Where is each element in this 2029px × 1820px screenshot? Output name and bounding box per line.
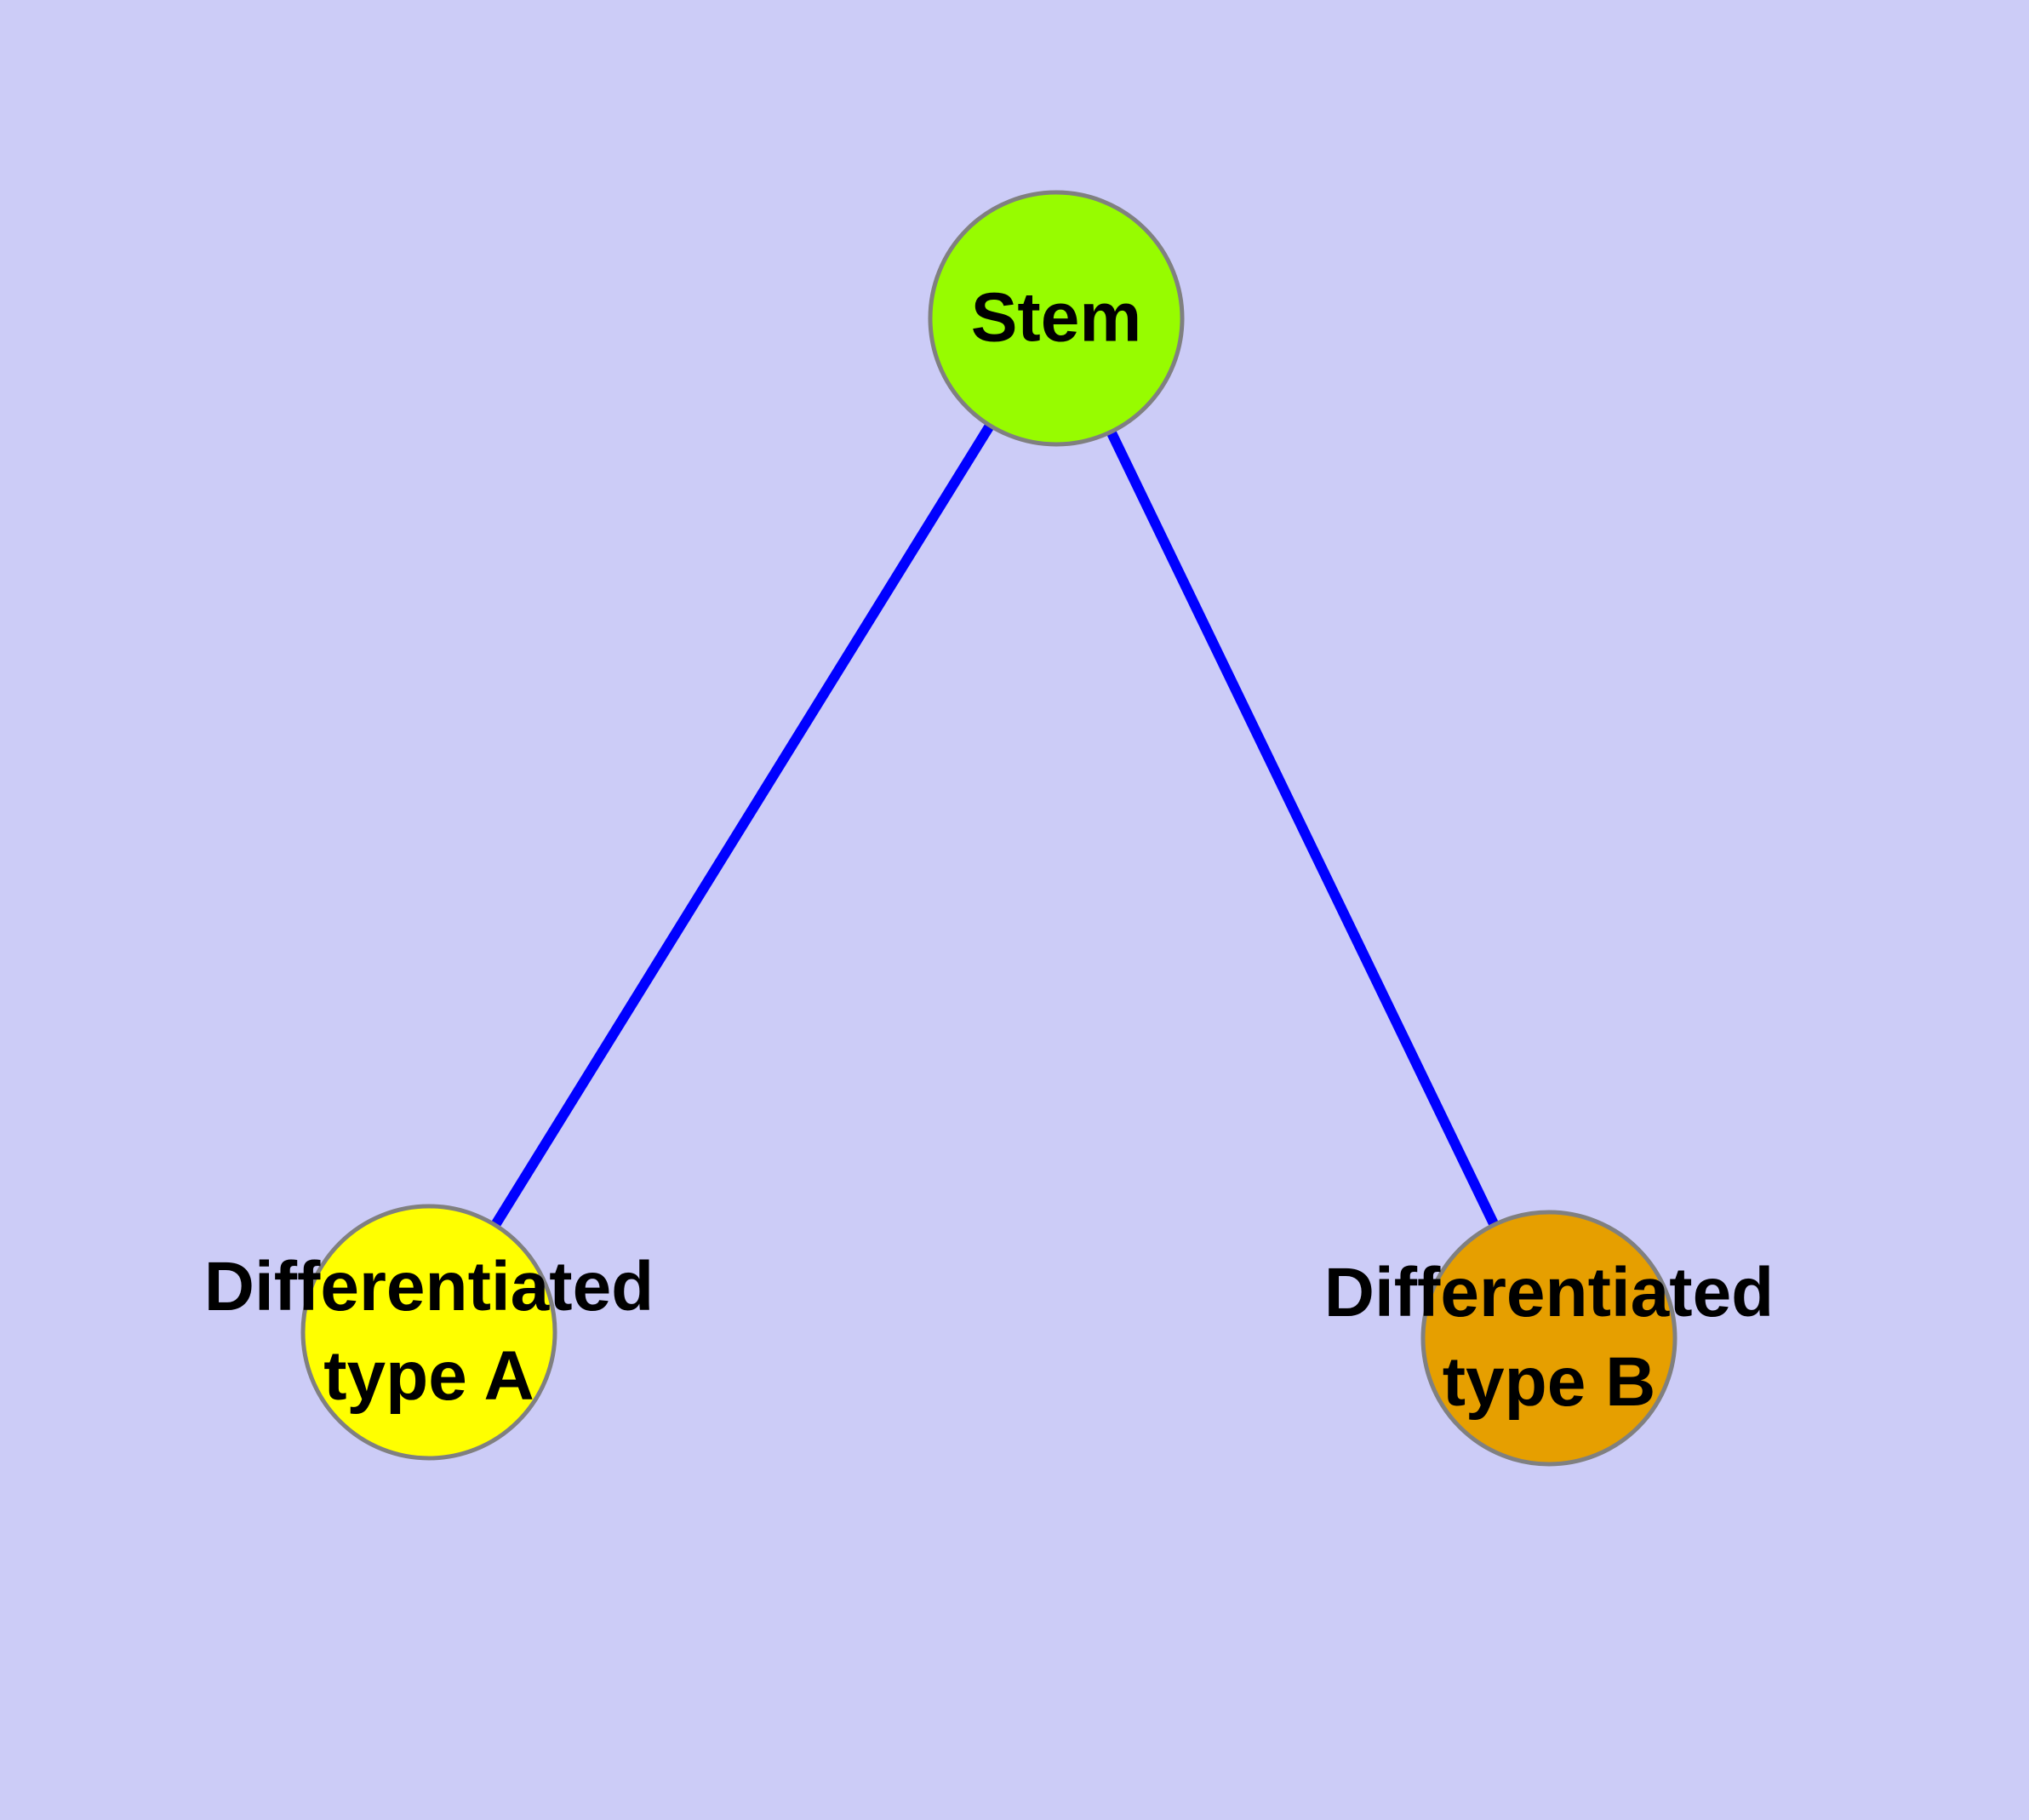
node-stem-label-line: Stem xyxy=(970,278,1142,357)
node-differentiated-type-a-label: Differentiated type A xyxy=(204,1243,654,1422)
node-differentiated-type-a-circle xyxy=(300,1204,557,1461)
node-stem-circle xyxy=(928,190,1185,447)
node-differentiated-type-b-circle xyxy=(1420,1210,1677,1467)
node-differentiated-type-b-label-line-2: type B xyxy=(1442,1343,1656,1421)
node-differentiated-type-b-label-line-1: Differentiated xyxy=(1323,1254,1775,1332)
node-stem-label: Stem xyxy=(971,274,1142,363)
node-differentiated-type-b-label: Differentiated type B xyxy=(1324,1249,1775,1428)
edge-stem-to-type-a xyxy=(424,315,1061,1336)
edge-stem-to-type-b xyxy=(1051,316,1554,1341)
node-differentiated-type-a-label-line-2: type A xyxy=(323,1337,534,1415)
node-differentiated-type-a-label-line-1: Differentiated xyxy=(203,1248,654,1326)
